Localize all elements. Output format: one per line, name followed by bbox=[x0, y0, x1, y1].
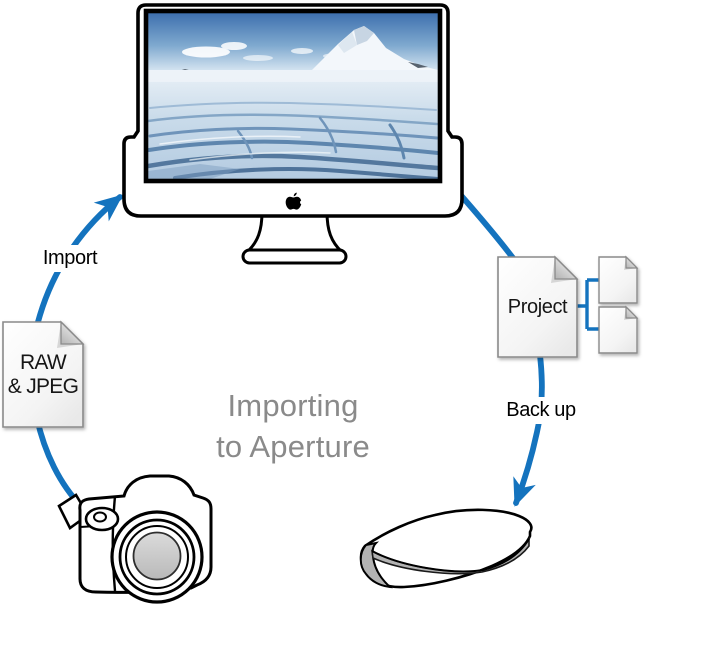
drive-silhouette bbox=[359, 508, 533, 589]
drive-left-cap bbox=[359, 541, 393, 589]
camera-icon bbox=[57, 474, 213, 604]
title-line-2: to Aperture bbox=[216, 429, 370, 464]
apple-logo-icon bbox=[285, 192, 304, 210]
mountain-shading bbox=[354, 26, 374, 45]
imac-icon bbox=[122, 3, 464, 265]
mountain bbox=[310, 26, 438, 74]
backup-file-2 bbox=[598, 305, 639, 354]
imac-screen-photo bbox=[148, 13, 438, 179]
screen-bezel bbox=[143, 8, 443, 184]
import-label: Import bbox=[33, 245, 107, 272]
title-line-1: Importing bbox=[227, 388, 359, 423]
mountain-rocks bbox=[408, 62, 428, 68]
camera-lens bbox=[110, 510, 204, 604]
project-files-bracket bbox=[577, 278, 599, 331]
diagram-title: Importing to Aperture bbox=[168, 385, 418, 467]
backup-label: Back up bbox=[497, 397, 585, 424]
backup-file-1 bbox=[598, 255, 639, 304]
project-document bbox=[497, 255, 579, 358]
drive-seam bbox=[371, 538, 530, 573]
backup-arrow bbox=[513, 352, 545, 507]
raw-jpeg-document bbox=[2, 320, 85, 428]
imac-stand bbox=[241, 210, 348, 265]
import-arrow bbox=[28, 194, 124, 510]
mountain-shading-2 bbox=[338, 32, 357, 53]
hard-drive-icon bbox=[359, 508, 533, 589]
